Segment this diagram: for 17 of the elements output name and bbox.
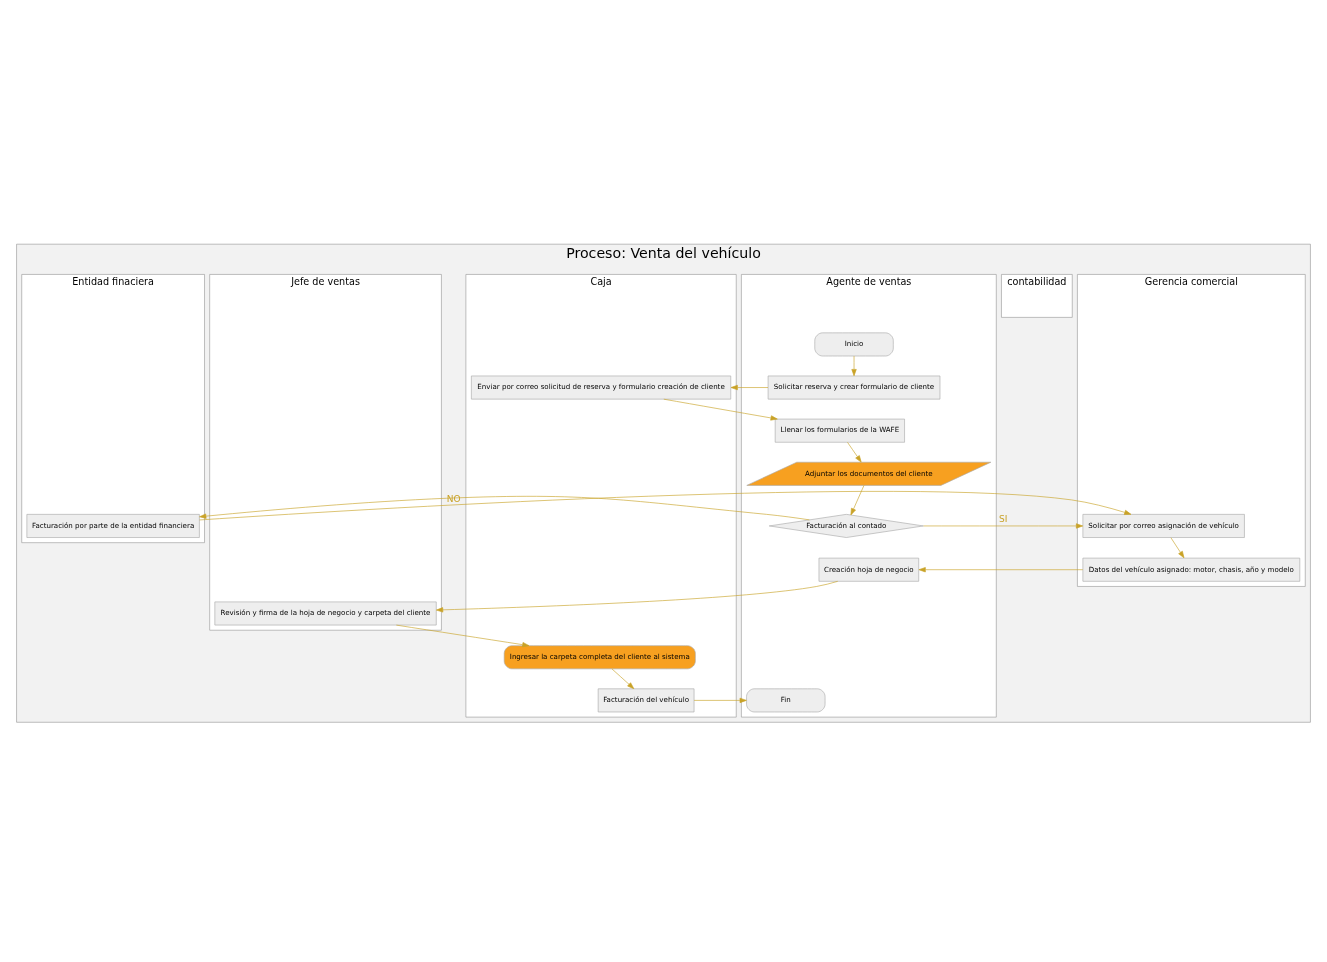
node-box: contabilidad (1001, 274, 1073, 318)
arrow (611, 668, 635, 689)
arrow (693, 697, 747, 703)
edge-label: SI (999, 513, 1008, 524)
arrow (918, 567, 1084, 573)
edge-label: NO (446, 494, 461, 505)
arrow (850, 485, 865, 516)
arrow (436, 581, 839, 613)
arrow (199, 491, 1132, 521)
arrow (663, 398, 778, 421)
arrow (199, 496, 810, 521)
arrow (396, 624, 530, 648)
arrow (847, 442, 862, 463)
arrow (851, 355, 857, 377)
arrow (923, 523, 1084, 529)
arrow (730, 384, 769, 391)
arrow (1170, 537, 1185, 559)
